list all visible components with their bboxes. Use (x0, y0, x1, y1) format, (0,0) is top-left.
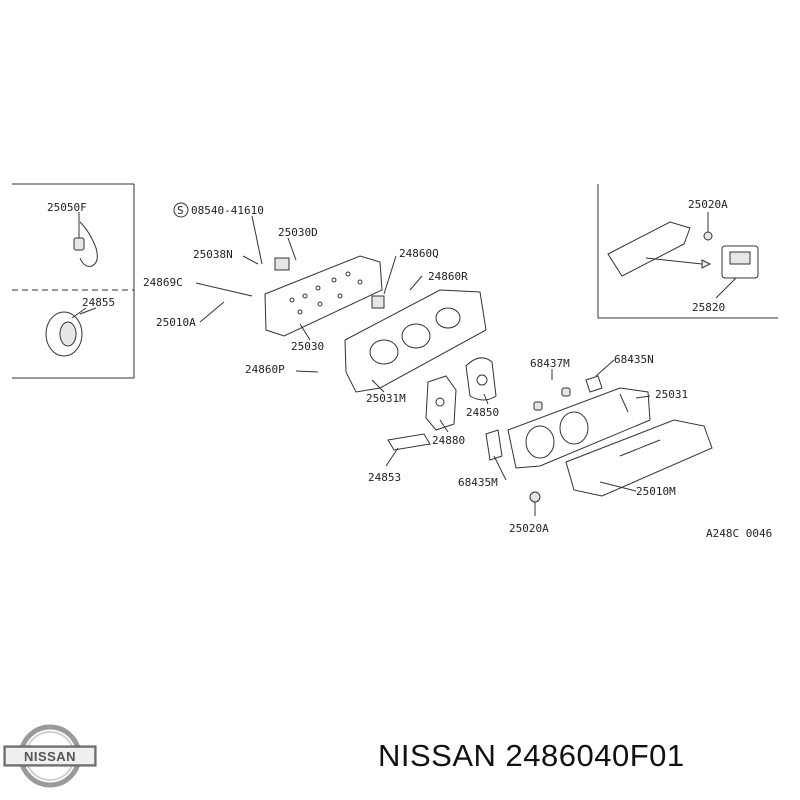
label-25050F: 25050F (47, 201, 87, 214)
nissan-logo: NISSAN (3, 724, 97, 788)
part-68435N (585, 375, 603, 393)
label-25031M: 25031M (366, 392, 406, 405)
label-24850: 24850 (466, 406, 499, 419)
label-25020A-top: 25020A (688, 198, 728, 211)
part-25031-front-mask (507, 387, 651, 469)
label-25010M: 25010M (636, 485, 676, 498)
part-24880-gauge (425, 375, 457, 431)
product-caption: NISSAN 2486040F01 (378, 738, 685, 773)
label-24860Q: 24860Q (399, 247, 439, 260)
label-68437M: 68437M (530, 357, 570, 370)
part-68435M (485, 429, 503, 461)
label-25010A: 25010A (156, 316, 196, 329)
label-25030: 25030 (291, 340, 324, 353)
leader-lines (71, 212, 737, 516)
part-25031M-case (344, 289, 487, 393)
part-25820-module (607, 221, 759, 279)
label-24853: 24853 (368, 471, 401, 484)
label-68435N: 68435N (614, 353, 654, 366)
label-25030D: 25030D (278, 226, 318, 239)
part-25030-circuit-board (264, 255, 383, 337)
nissan-logo-text: NISSAN (24, 749, 76, 764)
part-24855 (45, 307, 97, 357)
screw-symbol: S (173, 202, 189, 218)
part-25010M-lens (565, 419, 713, 497)
label-25020A-bottom: 25020A (509, 522, 549, 535)
part-24850-meter (465, 357, 497, 401)
right-inset-frame (597, 184, 778, 319)
label-25820: 25820 (692, 301, 725, 314)
part-24853-bracket (387, 433, 431, 451)
label-68435M: 68435M (458, 476, 498, 489)
label-08540-41610: 08540-41610 (191, 204, 264, 217)
label-24855: 24855 (82, 296, 115, 309)
instrument-cluster-exploded-diagram: S (12, 183, 778, 540)
part-68437M (533, 387, 571, 411)
label-24860P: 24860P (245, 363, 285, 376)
part-25020A-nut-bottom (529, 491, 541, 503)
label-25038N: 25038N (193, 248, 233, 261)
label-24869C: 24869C (143, 276, 183, 289)
left-inset-frame (12, 183, 135, 379)
svg-text:S: S (177, 204, 184, 217)
label-25031: 25031 (655, 388, 688, 401)
diagram-code: A248C 0046 (706, 527, 772, 540)
part-25050F (73, 214, 98, 267)
label-24860R: 24860R (428, 270, 468, 283)
label-24880: 24880 (432, 434, 465, 447)
